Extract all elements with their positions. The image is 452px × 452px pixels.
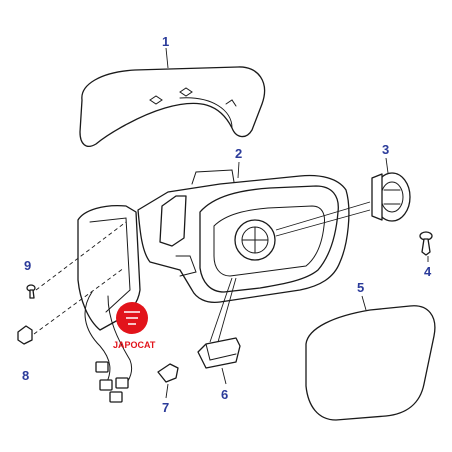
part-9-screw xyxy=(26,284,36,299)
callout-2: 2 xyxy=(235,146,242,161)
leader-3 xyxy=(385,157,389,174)
leader-1 xyxy=(165,47,169,69)
guide-9 xyxy=(35,221,127,291)
leader-7 xyxy=(165,383,169,399)
leader-3c xyxy=(275,201,371,231)
part-2-mirror-housing xyxy=(77,169,350,331)
leader-2 xyxy=(237,161,240,179)
wiring-harness xyxy=(84,291,133,403)
callout-5: 5 xyxy=(357,280,364,295)
part-6-puddle-lamp xyxy=(197,337,241,369)
leader-6b xyxy=(209,277,233,343)
callout-3: 3 xyxy=(382,142,389,157)
callout-8: 8 xyxy=(22,368,29,383)
part-5-mirror-glass xyxy=(305,305,436,421)
callout-7: 7 xyxy=(162,400,169,415)
japocat-watermark-logo: JAPOCAT xyxy=(113,302,156,350)
watermark-brand: JAPOCAT xyxy=(113,340,156,350)
part-8-clip xyxy=(17,325,33,345)
leader-5 xyxy=(361,295,367,311)
leader-6c xyxy=(217,277,237,343)
guide-8 xyxy=(33,267,125,335)
part-4-screw xyxy=(419,231,433,256)
callout-4: 4 xyxy=(424,264,432,279)
callout-9: 9 xyxy=(24,258,31,273)
part-1-mirror-cap xyxy=(79,66,266,147)
leader-3b xyxy=(275,209,371,237)
callout-6: 6 xyxy=(221,387,228,402)
callout-1: 1 xyxy=(162,34,169,49)
part-7-bulb xyxy=(157,363,179,383)
leader-6 xyxy=(221,367,227,385)
part-3-actuator-motor xyxy=(371,172,411,222)
